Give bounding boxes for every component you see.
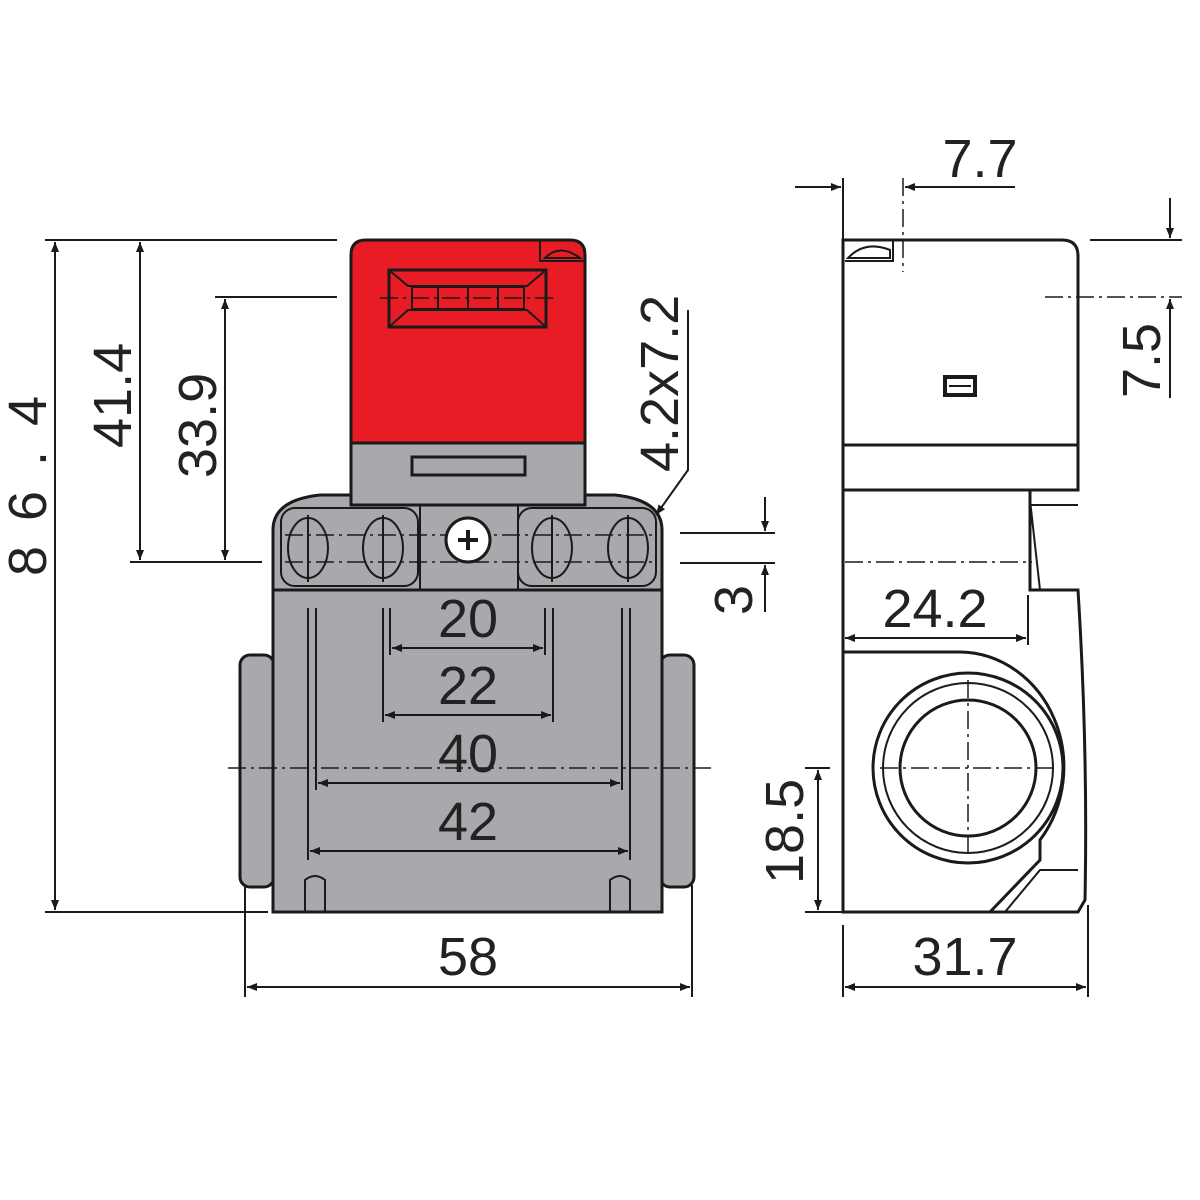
dim-hole-spacing-outer-max: 42 bbox=[438, 792, 498, 852]
conduit-boss bbox=[843, 650, 1066, 914]
dim-slot-size: 4.2x7.2 bbox=[630, 295, 690, 472]
dim-overall-height: 86.4 bbox=[0, 396, 58, 576]
side-dimensions: 7.7 7.5 24.2 18.5 31.7 bbox=[755, 129, 1182, 997]
dim-mount-depth: 24.2 bbox=[882, 579, 987, 639]
left-side-block bbox=[238, 653, 276, 889]
head-notch bbox=[539, 240, 585, 262]
left-mount-slot-area bbox=[280, 507, 419, 587]
side-head bbox=[841, 238, 1080, 492]
dim-hole-spacing-outer: 40 bbox=[438, 724, 498, 784]
dim-slot-offset: 3 bbox=[704, 585, 764, 615]
side-view bbox=[841, 238, 1088, 914]
dim-actuator-height: 7.5 bbox=[1112, 323, 1172, 398]
dim-overall-depth: 31.7 bbox=[912, 927, 1017, 987]
dim-head-height: 41.4 bbox=[83, 343, 143, 448]
dim-hole-spacing-inner: 20 bbox=[438, 589, 498, 649]
dim-hole-spacing-inner-max: 22 bbox=[438, 656, 498, 716]
dim-actuator-offset: 7.7 bbox=[942, 129, 1017, 189]
right-side-block bbox=[658, 653, 696, 889]
dim-overall-width: 58 bbox=[438, 927, 498, 987]
housing-body bbox=[271, 583, 664, 914]
dim-conduit-height: 18.5 bbox=[755, 779, 815, 884]
mounting-holes bbox=[287, 515, 649, 582]
dim-actuator-centre: 33.9 bbox=[168, 373, 228, 478]
front-dimensions: 86.4 41.4 33.9 4.2x7.2 3 20 22 40 42 58 bbox=[0, 239, 775, 997]
front-view bbox=[228, 238, 712, 914]
head-slot bbox=[410, 455, 527, 477]
